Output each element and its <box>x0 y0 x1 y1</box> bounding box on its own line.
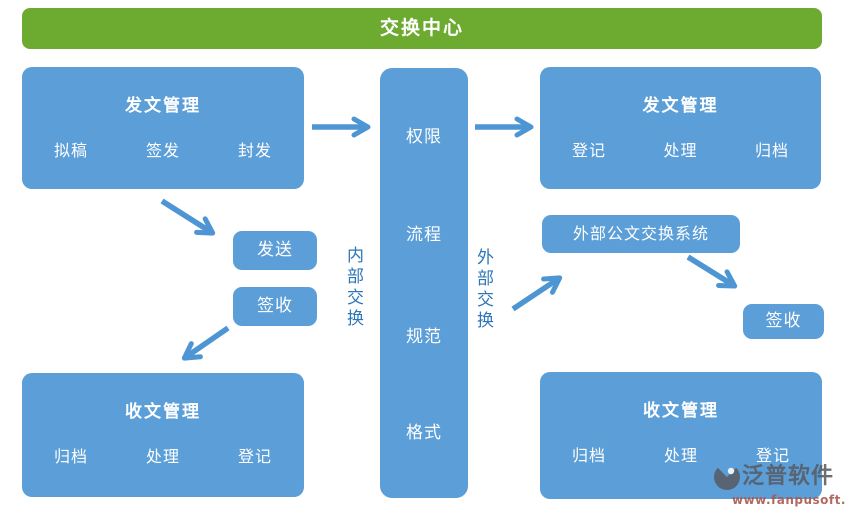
item-register: 登记 <box>237 447 272 466</box>
watermark: 泛普软件 www.fanpusoft.com <box>712 462 845 514</box>
box-items: 拟稿 签发 封发 <box>22 137 304 161</box>
box-title: 发文管理 <box>642 96 719 116</box>
outgoing-management-left-box: 发文管理 拟稿 签发 封发 <box>22 67 304 189</box>
item-handle: 处理 <box>663 446 698 465</box>
send-box: 发送 <box>233 231 317 270</box>
box-title: 收文管理 <box>125 402 201 422</box>
item-seal-send: 封发 <box>237 141 272 160</box>
box-items: 登记 处理 归档 <box>540 137 821 161</box>
box-items: 归档 处理 登记 <box>540 442 822 466</box>
item-format: 格式 <box>406 423 442 443</box>
incoming-management-left-box: 收文管理 归档 处理 登记 <box>22 373 304 497</box>
item-handle: 处理 <box>145 447 180 466</box>
box-title: 收文管理 <box>643 401 719 421</box>
arrow-receipt-to-incoming-icon <box>181 325 230 361</box>
item-archive: 归档 <box>54 447 89 466</box>
external-exchange-label: 外部交换 <box>473 248 493 332</box>
item-draft: 拟稿 <box>54 141 89 160</box>
watermark-url: www.fanpusoft.com <box>732 493 845 507</box>
item-archive: 归档 <box>754 141 789 160</box>
receipt-left-box: 签收 <box>233 287 317 326</box>
item-permission: 权限 <box>406 127 442 147</box>
item-standard: 规范 <box>406 327 442 347</box>
external-exchange-system-box: 外部公文交换系统 <box>542 215 740 253</box>
box-items: 归档 处理 登记 <box>22 443 304 467</box>
fanpu-logo-icon <box>714 467 740 490</box>
arrow-external-up-icon <box>511 275 563 312</box>
internal-exchange-label: 内部交换 <box>343 246 363 330</box>
watermark-brand: 泛普软件 <box>742 464 835 489</box>
receipt-right-box: 签收 <box>743 304 824 339</box>
arrow-outgoing-to-send-icon <box>160 198 216 236</box>
item-process-flow: 流程 <box>406 225 442 245</box>
item-archive: 归档 <box>572 446 607 465</box>
exchange-center-banner: 交换中心 <box>22 8 822 49</box>
item-handle: 处理 <box>663 141 698 160</box>
exchange-center-column: 权限 流程 规范 格式 <box>380 68 468 498</box>
item-sign-issue: 签发 <box>145 141 180 160</box>
item-register: 登记 <box>755 446 790 465</box>
arrow-system-to-receipt-icon <box>686 254 738 289</box>
box-title: 发文管理 <box>125 96 201 116</box>
item-register: 登记 <box>572 141 607 160</box>
outgoing-management-right-box: 发文管理 登记 处理 归档 <box>540 67 821 189</box>
incoming-management-right-box: 收文管理 归档 处理 登记 <box>540 372 822 499</box>
